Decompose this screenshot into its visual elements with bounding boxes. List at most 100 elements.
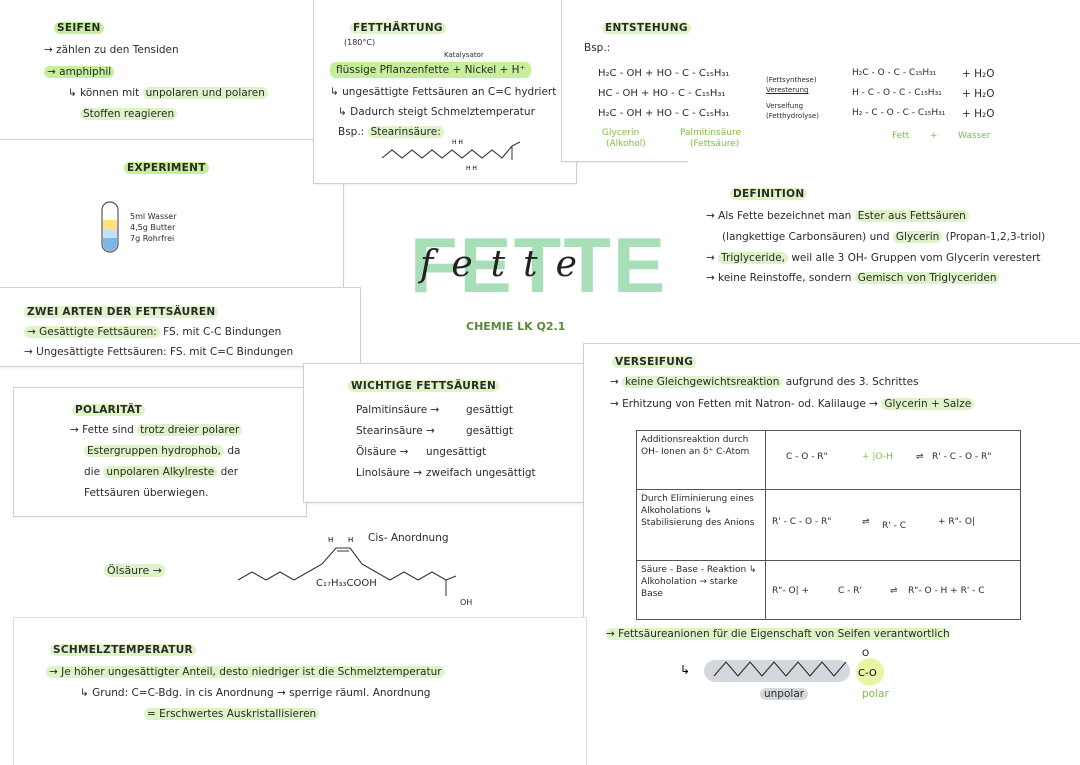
- seifen-line4: Stoffen reagieren: [80, 108, 178, 120]
- entstehung-reactant-1: H₂C - OH + HO - C - C₁₅H₃₁: [598, 68, 730, 79]
- svg-text:H: H: [328, 536, 333, 544]
- experiment-title: EXPERIMENT: [124, 162, 209, 174]
- entstehung-label-glycerin: Glycerin: [602, 128, 640, 138]
- fetthaertung-line3: ↳ Dadurch steigt Schmelztemperatur: [338, 106, 535, 118]
- fetthaertung-temp: (180°C): [344, 38, 376, 47]
- entstehung-water-1: + H₂O: [962, 68, 995, 80]
- center-subtitle: CHEMIE LK Q2.1: [466, 320, 566, 333]
- experiment-item-butter: 4,5g Butter: [130, 223, 176, 232]
- entstehung-label-fett: Fett: [892, 131, 910, 141]
- entstehung-reactant-3: H₂C - OH + HO - C - C₁₅H₃₁: [598, 108, 730, 119]
- entstehung-bsp: Bsp.:: [584, 42, 611, 54]
- seifen-line3: ↳ können mit unpolaren und polaren: [68, 87, 268, 99]
- polaritaet-title: POLARITÄT: [72, 404, 145, 416]
- verseifung-line2: → Erhitzung von Fetten mit Natron- od. K…: [610, 398, 975, 410]
- wichtige-row-2: Stearinsäure →gesättigt: [356, 425, 513, 437]
- fetthaertung-line1: flüssige Pflanzenfette + Nickel + H⁺: [330, 62, 532, 78]
- seifen-line2: → amphiphil: [44, 66, 115, 78]
- svg-text:H H: H H: [466, 165, 477, 172]
- oleic-acid-structure: H H: [237, 536, 457, 596]
- card-fetthaertung: FETTHÄRTUNG (180°C) Katalysator flüssige…: [314, 0, 576, 183]
- schmelz-line1: → Je höher ungesättigter Anteil, desto n…: [46, 666, 445, 678]
- verseifung-title: VERSEIFUNG: [612, 356, 697, 368]
- verseifung-bottom-line: → Fettsäureanionen für die Eigenschaft v…: [606, 628, 950, 640]
- polaritaet-line3: die unpolaren Alkylreste der: [84, 466, 239, 478]
- verseifung-step-3-text: Säure - Base - Reaktion ↳ Alkoholation →…: [636, 560, 766, 620]
- experiment-item-rohrfrei: 7g Rohrfrei: [130, 234, 175, 243]
- experiment-item-water: 5ml Wasser: [130, 212, 177, 221]
- card-polaritaet: POLARITÄT → Fette sind trotz dreier pola…: [14, 388, 306, 516]
- test-tube-icon: [101, 201, 119, 253]
- fetthaertung-catalyst: Katalysator: [444, 51, 484, 59]
- wichtige-title: WICHTIGE FETTSÄUREN: [348, 380, 500, 392]
- card-entstehung: ENTSTEHUNG Bsp.: H₂C - OH + HO - C - C₁₅…: [562, 0, 1080, 161]
- entstehung-label-fettsaeure: (Fettsäure): [690, 139, 740, 149]
- verseifung-step-2-chem: R' - C - O - R" ⇌ R' - C + R"- O|: [765, 489, 1021, 561]
- unpolar-label: unpolar: [760, 688, 809, 700]
- zwei-arten-line1: → Gesättigte Fettsäuren: FS. mit C-C Bin…: [24, 326, 281, 338]
- entstehung-product-1: H₂C - O - C - C₁₅H₃₁: [852, 68, 937, 78]
- verseifung-step-1-chem: C - O - R" + |O-H ⇌ R' - C - O - R": [765, 430, 1021, 490]
- oelsaeure-cis-label: Cis- Anordnung: [368, 532, 449, 544]
- entstehung-title: ENTSTEHUNG: [602, 22, 691, 34]
- entstehung-product-3: H₂ - C - O - C - C₁₅H₃₁: [852, 108, 946, 118]
- definition-line1: → Als Fette bezeichnet man Ester aus Fet…: [706, 210, 969, 222]
- entstehung-water-3: + H₂O: [962, 108, 995, 120]
- card-definition: DEFINITION → Als Fette bezeichnet man Es…: [688, 160, 1080, 350]
- definition-line3: → Triglyceride, weil alle 3 OH- Gruppen …: [706, 252, 1041, 264]
- wichtige-row-1: Palmitinsäure →gesättigt: [356, 404, 513, 416]
- card-schmelz: SCHMELZTEMPERATUR → Je höher ungesättigt…: [14, 618, 586, 765]
- card-zwei-arten: ZWEI ARTEN DER FETTSÄUREN → Gesättigte F…: [0, 288, 360, 366]
- svg-text:H: H: [348, 536, 353, 544]
- entstehung-label-plus: +: [930, 131, 938, 141]
- card-wichtige: WICHTIGE FETTSÄUREN Palmitinsäure →gesät…: [304, 364, 586, 502]
- entstehung-mid-4: (Fetthydrolyse): [766, 112, 819, 120]
- center-script-title: fette: [420, 244, 595, 285]
- schmelz-line2: ↳ Grund: C=C-Bdg. in cis Anordnung → spe…: [80, 687, 431, 699]
- entstehung-label-alkohol: (Alkohol): [606, 139, 646, 149]
- definition-line2: (langkettige Carbonsäuren) und Glycerin …: [722, 231, 1046, 243]
- polaritaet-line1: → Fette sind trotz dreier polarer: [70, 424, 243, 436]
- verseifung-step-3-chem: R"- O| + C - R' ⇌ R"- O - H + R' - C: [765, 560, 1021, 620]
- fetthaertung-title: FETTHÄRTUNG: [350, 22, 446, 34]
- oelsaeure-formula: C₁₇H₃₃COOH: [316, 578, 377, 589]
- entstehung-mid-2: Veresterung: [766, 86, 809, 94]
- entstehung-product-2: H - C - O - C - C₁₅H₃₁: [852, 88, 942, 98]
- wichtige-row-3: Ölsäure →ungesättigt: [356, 446, 487, 458]
- card-verseifung: VERSEIFUNG → keine Gleichgewichtsreaktio…: [584, 344, 1080, 765]
- verseifung-line1: → keine Gleichgewichtsreaktion aufgrund …: [610, 376, 919, 388]
- stearic-acid-structure: H H H H: [381, 139, 521, 172]
- fetthaertung-line2: ↳ ungesättigte Fettsäuren an C=C hydrier…: [330, 86, 557, 98]
- fetthaertung-line4: Bsp.: Stearinsäure:: [338, 126, 444, 138]
- entstehung-reactant-2: HC - OH + HO - C - C₁₅H₃₁: [598, 88, 726, 99]
- seifen-line1: → zählen zu den Tensiden: [44, 44, 179, 56]
- center-big-title: FETTE: [410, 221, 667, 309]
- soap-molecule-diagram: ↳ C-O O: [680, 649, 884, 686]
- svg-text:O: O: [862, 649, 869, 659]
- oelsaeure-label: Ölsäure →: [104, 564, 165, 577]
- entstehung-mid-3: Verseifung: [766, 102, 804, 110]
- verseifung-step-2-text: Durch Eliminierung eines Alkoholations ↳…: [636, 489, 766, 561]
- polaritaet-line4: Fettsäuren überwiegen.: [84, 487, 209, 499]
- zwei-arten-line2: → Ungesättigte Fettsäuren: FS. mit C=C B…: [24, 346, 294, 358]
- svg-text:C-O: C-O: [858, 668, 877, 679]
- zwei-arten-title: ZWEI ARTEN DER FETTSÄUREN: [24, 306, 219, 318]
- verseifung-step-1-text: Additionsreaktion durch OH- Ionen an δ⁺ …: [636, 430, 766, 490]
- wichtige-row-4: Linolsäure →zweifach ungesättigt: [356, 467, 536, 479]
- card-seifen: SEIFEN → zählen zu den Tensiden → amphip…: [0, 0, 316, 140]
- polar-label: polar: [862, 688, 889, 700]
- card-experiment: EXPERIMENT 5ml Wasser 4,5g Butter 7g Roh…: [0, 140, 343, 292]
- definition-line4: → keine Reinstoffe, sondern Gemisch von …: [706, 272, 1000, 284]
- entstehung-mid-1: (Fettsynthese): [766, 76, 817, 84]
- polaritaet-line2: Estergruppen hydrophob, da: [84, 445, 240, 457]
- schmelz-title: SCHMELZTEMPERATUR: [50, 644, 196, 656]
- schmelz-line3: = Erschwertes Auskristallisieren: [144, 708, 320, 720]
- seifen-title: SEIFEN: [54, 22, 104, 34]
- svg-text:H H: H H: [452, 139, 463, 146]
- entstehung-label-wasser: Wasser: [958, 131, 991, 141]
- definition-title: DEFINITION: [730, 188, 808, 200]
- svg-text:↳: ↳: [680, 663, 690, 677]
- entstehung-label-palmitin: Palmitinsäure: [680, 128, 741, 138]
- oelsaeure-oh: OH: [460, 598, 473, 607]
- entstehung-water-2: + H₂O: [962, 88, 995, 100]
